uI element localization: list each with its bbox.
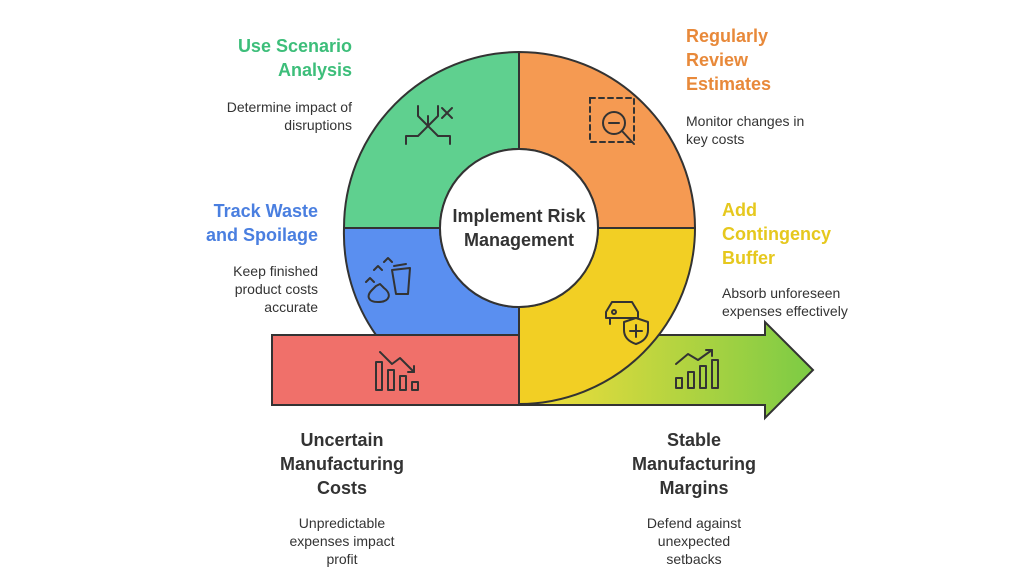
review-title: Regularly Review Estimates bbox=[686, 24, 866, 96]
center-circle bbox=[439, 148, 599, 308]
end-step: Stable Manufacturing Margins Defend agai… bbox=[608, 428, 780, 568]
center-label: Implement Risk Management bbox=[440, 204, 598, 252]
review-description: Monitor changes in key costs bbox=[686, 112, 866, 148]
end-title-line-2: Manufacturing bbox=[632, 454, 756, 474]
start-title: Uncertain Manufacturing Costs bbox=[256, 428, 428, 500]
review-title-line-3: Estimates bbox=[686, 74, 772, 94]
waste-step: Track Waste and Spoilage Keep finished p… bbox=[168, 199, 318, 316]
review-desc-line-2: key costs bbox=[686, 131, 745, 147]
start-step: Uncertain Manufacturing Costs Unpredicta… bbox=[256, 428, 428, 568]
review-step: Regularly Review Estimates Monitor chang… bbox=[686, 24, 866, 148]
start-title-line-3: Costs bbox=[316, 478, 367, 498]
end-desc-line-1: Defend against bbox=[646, 515, 742, 531]
review-title-line-2: Review bbox=[686, 50, 749, 70]
car-shield-icon bbox=[605, 301, 649, 345]
center-label-line-2: Management bbox=[463, 230, 575, 250]
end-title: Stable Manufacturing Margins bbox=[608, 428, 780, 500]
buffer-desc-line-1: Absorb unforeseen bbox=[722, 285, 841, 301]
waste-desc-line-1: Keep finished bbox=[233, 263, 318, 279]
decision-branch-icon bbox=[405, 105, 453, 145]
waste-desc-line-3: accurate bbox=[264, 299, 318, 315]
buffer-title: Add Contingency Buffer bbox=[722, 198, 892, 270]
buffer-description: Absorb unforeseen expenses effectively bbox=[722, 284, 892, 320]
buffer-title-line-2: Contingency bbox=[722, 224, 832, 244]
start-desc-line-2: expenses impact bbox=[289, 533, 395, 549]
end-description: Defend against unexpected setbacks bbox=[608, 514, 780, 568]
start-desc-line-1: Unpredictable bbox=[298, 515, 386, 531]
scenario-desc-line-2: disruptions bbox=[284, 117, 352, 133]
end-desc-line-2: unexpected bbox=[657, 533, 731, 549]
waste-title: Track Waste and Spoilage bbox=[168, 199, 318, 247]
scenario-title-line-1: Use Scenario bbox=[237, 36, 352, 56]
scenario-desc-line-1: Determine impact of bbox=[226, 99, 352, 115]
buffer-title-line-1: Add bbox=[722, 200, 757, 220]
start-title-line-2: Manufacturing bbox=[280, 454, 404, 474]
center-label-line-1: Implement Risk bbox=[452, 206, 586, 226]
waste-description: Keep finished product costs accurate bbox=[168, 262, 318, 316]
waste-title-line-1: Track Waste bbox=[213, 201, 318, 221]
start-bar bbox=[271, 334, 520, 406]
scenario-step: Use Scenario Analysis Determine impact o… bbox=[182, 34, 352, 134]
declining-chart-icon bbox=[375, 351, 419, 391]
waste-title-line-2: and Spoilage bbox=[205, 225, 318, 245]
scenario-title-line-2: Analysis bbox=[277, 60, 352, 80]
rising-chart-icon bbox=[675, 349, 719, 389]
magnify-minus-icon bbox=[589, 97, 635, 145]
start-title-line-1: Uncertain bbox=[300, 430, 384, 450]
end-desc-line-3: setbacks bbox=[666, 551, 722, 567]
end-title-line-1: Stable bbox=[666, 430, 722, 450]
review-title-line-1: Regularly bbox=[686, 26, 769, 46]
start-desc-line-3: profit bbox=[326, 551, 358, 567]
waste-desc-line-2: product costs bbox=[234, 281, 318, 297]
scenario-title: Use Scenario Analysis bbox=[182, 34, 352, 82]
waste-bag-icon bbox=[365, 257, 411, 303]
buffer-desc-line-2: expenses effectively bbox=[722, 303, 848, 319]
buffer-step: Add Contingency Buffer Absorb unforeseen… bbox=[722, 198, 892, 320]
review-desc-line-1: Monitor changes in bbox=[686, 113, 805, 129]
scenario-description: Determine impact of disruptions bbox=[182, 98, 352, 134]
buffer-title-line-3: Buffer bbox=[722, 248, 775, 268]
start-description: Unpredictable expenses impact profit bbox=[256, 514, 428, 568]
end-title-line-3: Margins bbox=[659, 478, 729, 498]
